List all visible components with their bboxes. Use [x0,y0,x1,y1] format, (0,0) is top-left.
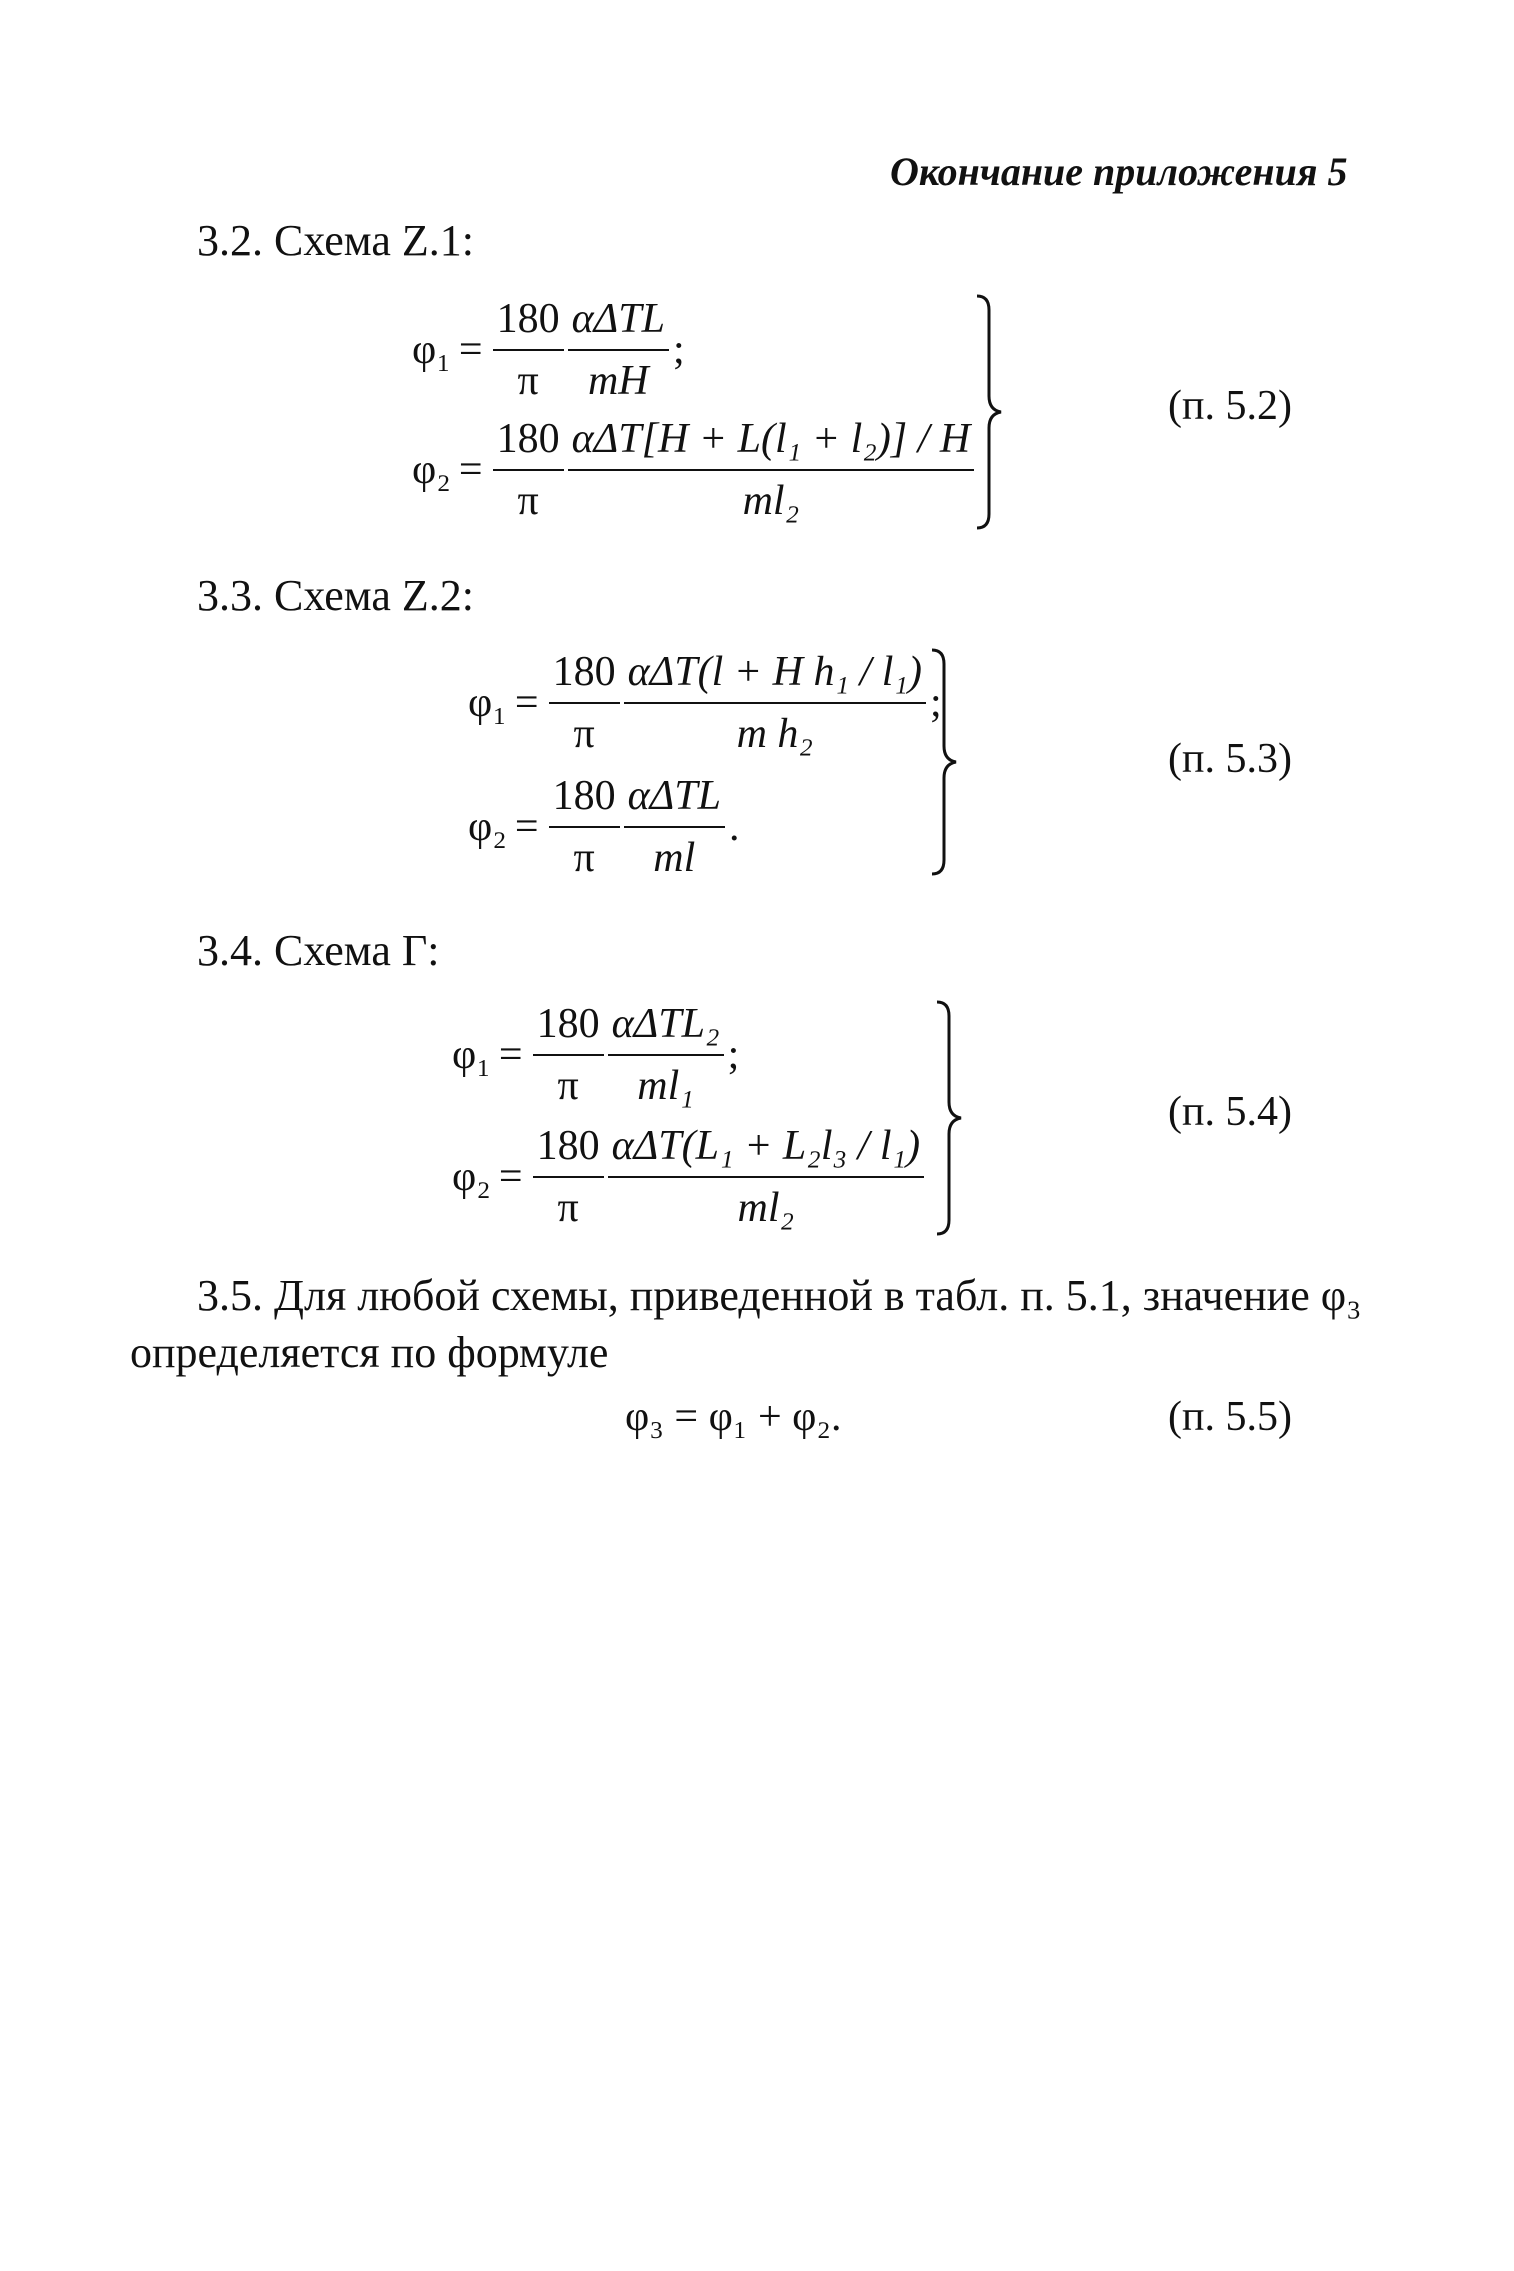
fraction-main: αΔTL mH [567,295,669,405]
paragraph-line-1: 3.5. Для любой схемы, приведенной в табл… [197,1271,1362,1320]
fraction-main: αΔTL₂ ml₁ [607,1000,724,1110]
equation-number-5-2: (п. 5.2) [1168,383,1292,429]
right-brace-icon [935,998,965,1238]
fraction-main: αΔT(l + H h₁ / l₁) m h₂ [623,648,926,758]
formula-3-3-phi1: φ₁ = 180 π αΔT(l + H h₁ / l₁) m h₂ ; [468,648,942,758]
numerator: 180 [532,1000,604,1056]
numerator: 180 [492,415,564,471]
formula-punctuation: . [729,804,740,850]
formula-lhs: φ₁ [468,680,507,726]
formula-3-2-phi1: φ₁ = 180 π αΔTL mH ; [412,295,685,405]
right-brace-icon [930,646,960,878]
fraction-180-pi: 180 π [548,648,620,758]
section-heading-3-4: 3.4. Схема Г: [197,926,440,975]
formula-punctuation: ; [673,327,685,373]
denominator: ml₂ [742,478,800,524]
denominator: ml₁ [637,1063,694,1109]
equals-sign: = [498,1154,523,1200]
section-heading-3-2: 3.2. Схема Z.1: [197,216,474,265]
equation-number-5-3: (п. 5.3) [1168,736,1292,782]
equation-number-5-4: (п. 5.4) [1168,1089,1292,1135]
denominator: mH [587,358,649,404]
numerator: 180 [492,295,564,351]
fraction-180-pi: 180 π [492,415,564,525]
fraction-180-pi: 180 π [532,1122,604,1232]
numerator: αΔTL [567,295,669,351]
numerator: 180 [532,1122,604,1178]
equals-sign: = [498,1032,523,1078]
numerator: αΔTL [623,772,725,828]
right-brace-icon [975,292,1005,532]
denominator: π [517,358,539,404]
denominator: ml [653,835,696,881]
formula-lhs: φ₂ [468,804,507,850]
formula-3-4-phi2: φ₂ = 180 π αΔT(L₁ + L₂l₃ / l₁) ml₂ [452,1122,926,1232]
formula-3-4-phi1: φ₁ = 180 π αΔTL₂ ml₁ ; [452,1000,739,1110]
equals-sign: = [458,327,483,373]
numerator: αΔT[H + L(l₁ + l₂)] / H [567,415,975,471]
formula-3-2-phi2: φ₂ = 180 π αΔT[H + L(l₁ + l₂)] / H ml₂ [412,415,976,525]
equals-sign: = [514,680,539,726]
numerator: αΔT(L₁ + L₂l₃ / l₁) [607,1122,925,1178]
numerator: 180 [548,772,620,828]
formula-lhs: φ₁ [412,327,451,373]
numerator: αΔTL₂ [607,1000,724,1056]
fraction-180-pi: 180 π [492,295,564,405]
fraction-180-pi: 180 π [532,1000,604,1110]
fraction-180-pi: 180 π [548,772,620,882]
denominator: π [557,1185,579,1231]
denominator: π [517,478,539,524]
fraction-main: αΔT(L₁ + L₂l₃ / l₁) ml₂ [607,1122,925,1232]
fraction-main: αΔTL ml [623,772,725,882]
formula-3-5: φ₃ = φ₁ + φ₂. [625,1394,842,1440]
equation-number-5-5: (п. 5.5) [1168,1394,1292,1440]
formula-3-3-phi2: φ₂ = 180 π αΔTL ml . [468,772,740,882]
denominator: π [557,1063,579,1109]
paragraph-line-2: определяется по формуле [130,1328,609,1377]
formula-lhs: φ₂ [452,1154,491,1200]
denominator: m h₂ [736,711,813,757]
fraction-main: αΔT[H + L(l₁ + l₂)] / H ml₂ [567,415,975,525]
numerator: 180 [548,648,620,704]
page-header: Окончание приложения 5 [890,149,1348,194]
denominator: ml₂ [737,1185,795,1231]
section-heading-3-3: 3.3. Схема Z.2: [197,571,474,620]
formula-lhs: φ₂ [412,447,451,493]
formula-punctuation: ; [930,680,942,726]
formula-lhs: φ₁ [452,1032,491,1078]
denominator: π [573,835,595,881]
numerator: αΔT(l + H h₁ / l₁) [623,648,926,704]
formula-punctuation: ; [727,1032,740,1078]
denominator: π [573,711,595,757]
equals-sign: = [458,447,483,493]
equals-sign: = [514,804,539,850]
